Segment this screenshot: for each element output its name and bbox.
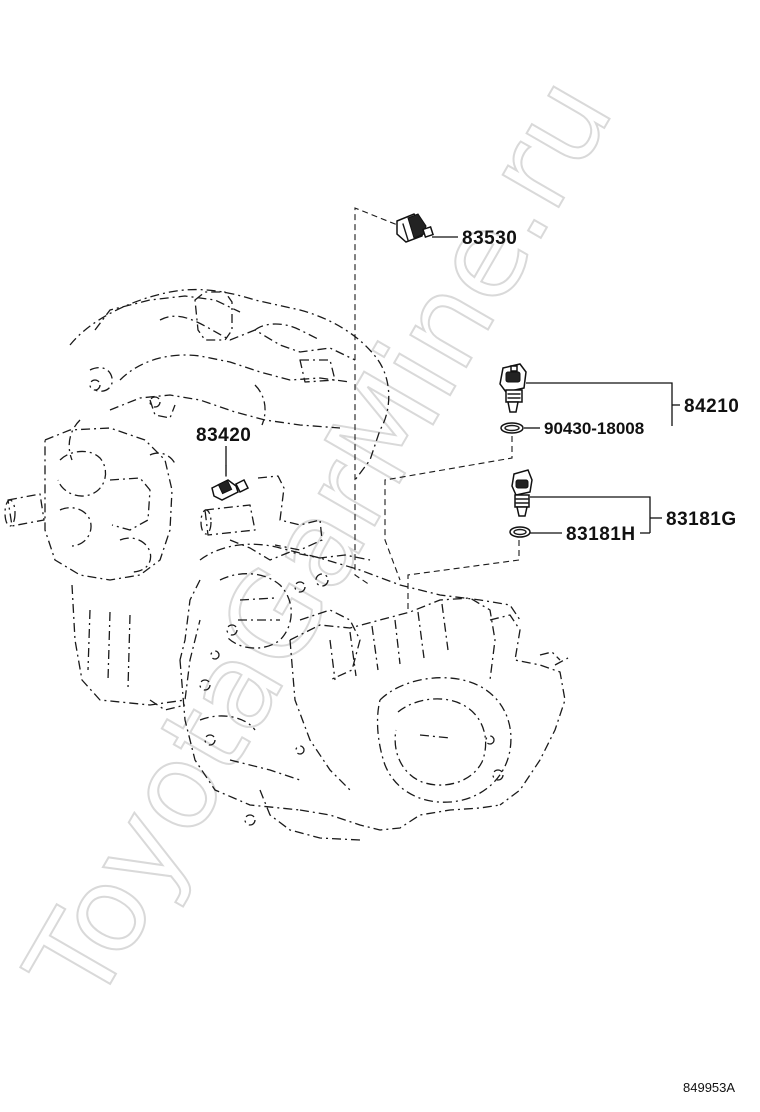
- watermark-text: ToyotaGarMine.ru: [0, 54, 639, 1024]
- part-83181g-sensor[interactable]: [511, 469, 533, 517]
- location-leaders: [354, 207, 520, 612]
- callout-83181h[interactable]: 83181H: [566, 524, 636, 545]
- callout-90430-18008[interactable]: 90430-18008: [544, 419, 644, 438]
- callout-84210[interactable]: 84210: [684, 396, 739, 417]
- engine-block-outline: [4, 288, 390, 711]
- diagram-reference-number: 849953A: [683, 1080, 735, 1095]
- callout-83420[interactable]: 83420: [196, 425, 251, 446]
- callout-83181g[interactable]: 83181G: [666, 509, 737, 530]
- part-90430-18008-oring[interactable]: [500, 422, 524, 434]
- part-83420-sensor[interactable]: [211, 465, 250, 501]
- part-84210-sensor[interactable]: [499, 363, 527, 413]
- bolt-holes: [89, 379, 504, 826]
- part-83530-switch[interactable]: [396, 213, 434, 243]
- callout-83530[interactable]: 83530: [462, 228, 517, 249]
- transaxle-outline: [179, 475, 569, 841]
- part-83181h-oring[interactable]: [509, 526, 531, 538]
- callout-leaders: [225, 236, 680, 534]
